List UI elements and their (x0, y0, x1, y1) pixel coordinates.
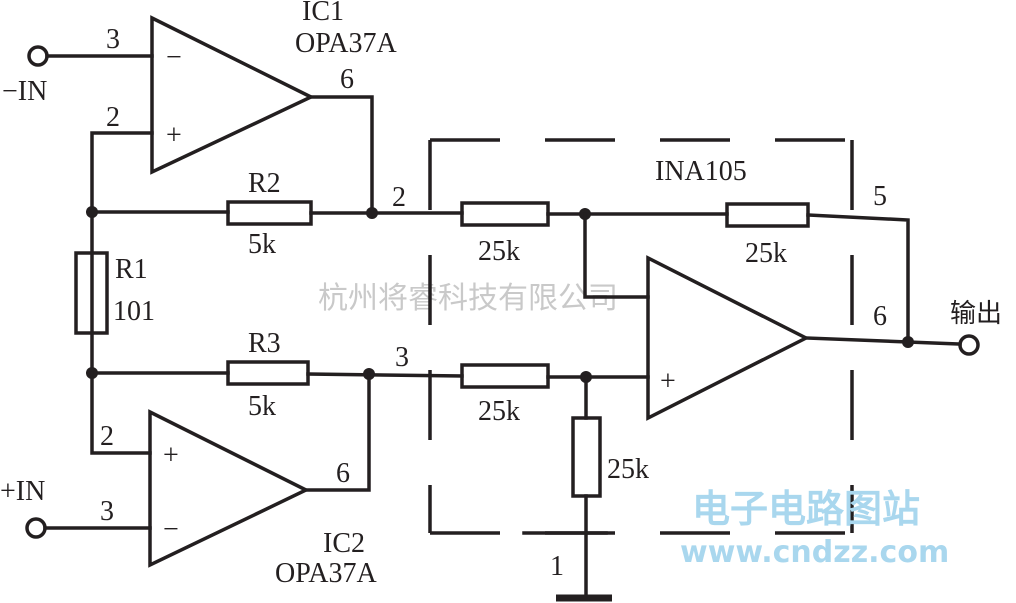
ic2-minus-sign: − (163, 514, 179, 545)
neg-in-terminal (27, 45, 49, 67)
ic1-plus-sign: + (166, 120, 182, 151)
neg-in-label: −IN (2, 76, 47, 107)
r2-resistor (226, 200, 313, 226)
site-cn-watermark: 电子电路图站 (692, 487, 920, 531)
output-label: 输出 (950, 299, 1002, 329)
ic2-pin2: 2 (100, 421, 114, 452)
r3-value: 5k (248, 391, 276, 422)
ina-pin3: 3 (395, 342, 409, 373)
ic1-part: OPA37A (295, 28, 397, 59)
ina-pin6: 6 (873, 301, 887, 332)
r2-value: 5k (248, 229, 276, 260)
ina-input-pos-resistor (460, 363, 550, 389)
ina105-boundary (428, 138, 854, 535)
r1-label: R1 (115, 254, 148, 285)
site-url-watermark: www.cndzz.com (680, 535, 949, 570)
ina-ref-resistor (571, 416, 602, 498)
r3-resistor (226, 360, 310, 386)
ic2-opamp: + − (148, 409, 310, 568)
ic1-label: IC1 (302, 0, 344, 27)
ic2-part: OPA37A (275, 558, 377, 589)
ina-ref-value: 25k (607, 454, 649, 485)
ina-input-neg-resistor (460, 201, 550, 227)
ic1-pin6: 6 (340, 64, 354, 95)
ic1-pin3: 3 (106, 24, 120, 55)
r1-resistor (74, 251, 109, 335)
ina-feedback-value: 25k (745, 238, 787, 269)
ic2-pin6: 6 (336, 458, 350, 489)
ic2-plus-sign: + (163, 440, 179, 471)
ic1-pin2: 2 (106, 102, 120, 133)
ina105-label: INA105 (655, 156, 747, 187)
ina-plus-sign: + (660, 366, 676, 397)
junction-dot (86, 206, 98, 218)
output-terminal (958, 334, 980, 356)
company-watermark: 杭州将睿科技有限公司 (318, 281, 618, 316)
ina-pin5: 5 (873, 181, 887, 212)
junction-dot (902, 336, 914, 348)
ic2-pin3: 3 (100, 496, 114, 527)
ic1-minus-sign: − (166, 42, 182, 73)
ina-input-pos-value: 25k (478, 396, 520, 427)
ina-pin1: 1 (550, 551, 564, 582)
ina-pin2: 2 (392, 182, 406, 213)
ina105-opamp: + (646, 255, 810, 421)
pos-in-terminal (25, 517, 47, 539)
r1-value: 101 (113, 296, 155, 327)
pos-in-label: +IN (0, 476, 45, 507)
r3-label: R3 (248, 328, 281, 359)
ic1-opamp: − + (150, 15, 316, 175)
ic2-label: IC2 (323, 528, 365, 559)
ina-feedback-resistor (725, 202, 810, 228)
ina-input-neg-value: 25k (478, 236, 520, 267)
r2-label: R2 (248, 168, 281, 199)
junction-dot (366, 207, 378, 219)
